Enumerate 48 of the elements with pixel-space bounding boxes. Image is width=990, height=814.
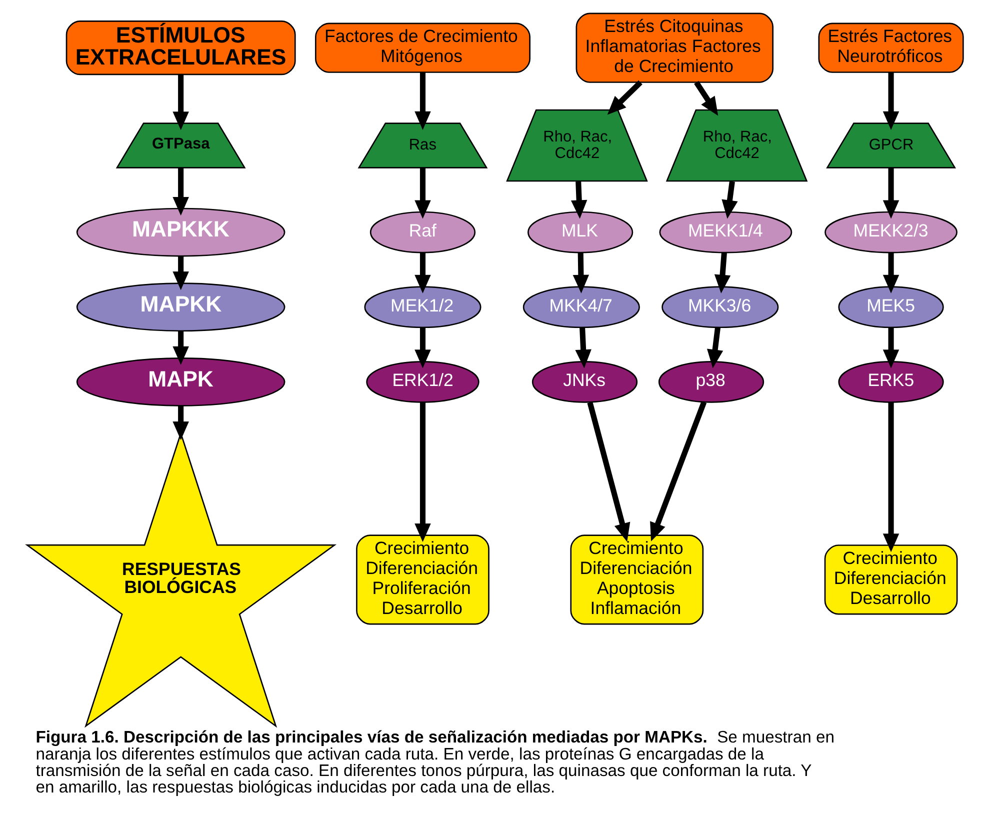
node-ellipse: MAPKK <box>76 282 286 332</box>
arrow <box>882 167 900 218</box>
arrow <box>172 405 189 440</box>
node-box: Crecimiento Diferenciación Apoptosis Inflamación <box>570 534 704 624</box>
node-ellipse: MEK5 <box>838 286 944 328</box>
node-box: Factores de Crecimiento Mitógenos <box>314 22 530 72</box>
node-ellipse: MLK <box>528 210 634 253</box>
arrow <box>882 402 900 552</box>
node-box: ESTÍMULOS EXTRACELULARES <box>66 20 296 75</box>
arrow <box>172 255 189 290</box>
arrow <box>414 252 431 293</box>
arrow <box>882 72 900 130</box>
node-ellipse: ERK1/2 <box>366 360 480 402</box>
arrow <box>722 180 738 218</box>
node-box: Crecimiento Diferenciación Desarrollo <box>824 544 958 614</box>
node-ellipse: MEKK2/3 <box>824 210 958 253</box>
arrow <box>650 400 707 541</box>
node-ellipse: ERK5 <box>838 360 944 402</box>
arrow <box>575 327 592 368</box>
arrow <box>694 80 718 116</box>
node-box: Estrés Factores Neurotróficos <box>818 22 964 72</box>
node-ellipse: JNKs <box>532 360 638 402</box>
arrow <box>714 252 731 293</box>
node-box: Crecimiento Diferenciación Proliferación Desarrollo <box>356 534 490 624</box>
node-ellipse: Raf <box>370 210 476 253</box>
node-ellipse: MKK3/6 <box>662 286 779 328</box>
arrow <box>414 72 431 130</box>
arrow <box>882 327 900 368</box>
arrow <box>607 80 642 114</box>
node-ellipse: MAPKKK <box>76 207 286 256</box>
arrow <box>882 252 900 293</box>
node-ellipse: MAPK <box>76 356 286 406</box>
arrow <box>414 327 431 368</box>
arrow <box>172 167 189 216</box>
caption: Figura 1.6. Descripción de las principales vías de señalización mediadas por MAPKs. Se muestran en naranja los diferentes estímulos que activan cada ruta. En verde, las proteínas G encargadas de la transmisión de la señal en cada caso. En diferentes tonos púrpura, las quinasas que conforman la ruta. Y en amarillo, las respuestas biológicas inducidas por cada una de ellas. <box>36 727 834 796</box>
arrow <box>587 401 630 542</box>
node-box: Estrés Citoquinas Inflamatorias Factores de Crecimiento <box>576 12 774 82</box>
node-ellipse: MKK4/7 <box>522 286 640 328</box>
arrow <box>572 252 590 293</box>
arrow <box>706 326 724 368</box>
node-ellipse: MEK1/2 <box>364 286 482 328</box>
node-ellipse: p38 <box>658 360 764 402</box>
arrow <box>414 402 431 542</box>
arrow <box>172 74 189 130</box>
arrow <box>414 167 431 218</box>
arrow <box>172 330 189 364</box>
arrow <box>570 180 588 218</box>
node-ellipse: MEKK1/4 <box>659 210 792 253</box>
